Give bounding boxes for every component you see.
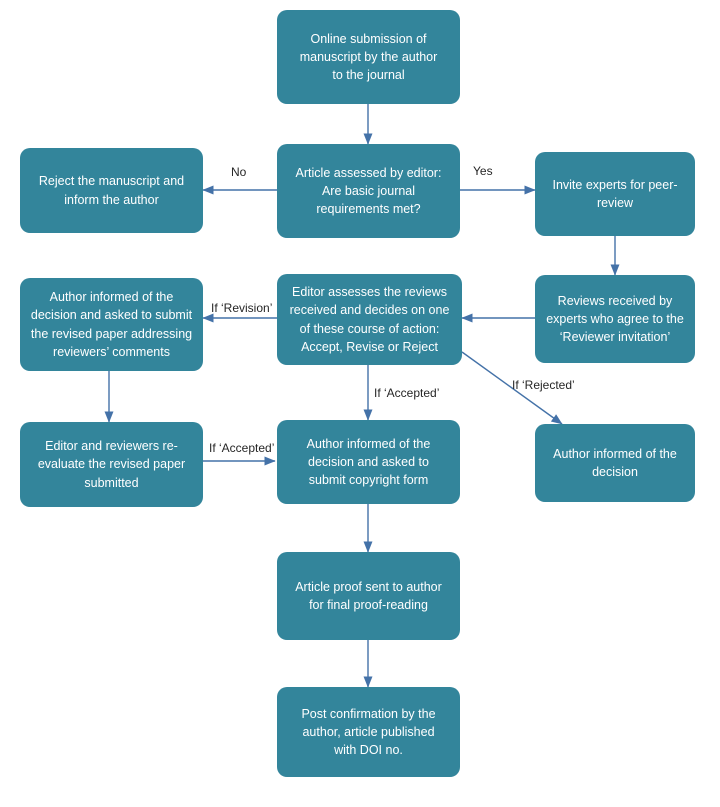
node-line: Post confirmation by the	[301, 706, 436, 721]
node-article-proof[interactable]: Article proof sent to author for final p…	[277, 552, 460, 640]
node-line: inform the author	[64, 192, 159, 207]
node-line: Accept, Revise or Reject	[301, 339, 438, 354]
node-line: Invite experts for peer-	[552, 177, 678, 192]
node-line: the revised paper addressing	[30, 326, 193, 341]
node-line: evaluate the revised paper	[37, 457, 186, 472]
node-line: Author informed of the	[306, 436, 431, 451]
node-article-assessed[interactable]: Article assessed by editor: Are basic jo…	[277, 144, 460, 238]
node-line: Reject the manuscript and	[38, 174, 185, 189]
node-line: Online submission of	[310, 31, 427, 46]
node-line: Reviews received by	[557, 293, 673, 308]
node-reviews-received[interactable]: Reviews received by experts who agree to…	[535, 275, 695, 363]
node-post-confirmation[interactable]: Post confirmation by the author, article…	[277, 687, 460, 777]
node-line: Article assessed by editor:	[295, 165, 442, 180]
node-line: Editor assesses the reviews	[292, 285, 447, 300]
node-line: with DOI no.	[334, 743, 403, 758]
node-line: ‘Reviewer invitation’	[559, 330, 671, 345]
node-line: author, article published	[302, 724, 435, 739]
node-author-revision[interactable]: Author informed of the decision and aske…	[20, 278, 203, 371]
node-line: to the journal	[332, 68, 405, 83]
node-line: experts who agree to the	[546, 311, 684, 326]
node-line: Are basic journal	[321, 183, 416, 198]
node-line: decision and asked to submit	[30, 308, 193, 323]
node-line: of these course of action:	[299, 321, 440, 336]
edge-label-if-revision: If ‘Revision’	[211, 301, 273, 315]
edge-label-yes: Yes	[473, 164, 493, 178]
node-line: submit copyright form	[308, 473, 429, 488]
node-line: decision and asked to	[308, 454, 429, 469]
node-line: requirements met?	[316, 202, 421, 217]
node-line: decision	[592, 465, 638, 479]
edge-editor-to-informed	[461, 351, 563, 425]
node-line: Article proof sent to author	[295, 579, 442, 594]
edge-label-if-accepted-down: If ‘Accepted’	[374, 386, 440, 400]
node-reject-manuscript[interactable]: Reject the manuscript and inform the aut…	[20, 148, 203, 233]
node-online-submission[interactable]: Online submission of manuscript by the a…	[277, 10, 460, 104]
node-line: Author informed of the	[49, 290, 174, 305]
node-line: Editor and reviewers re-	[45, 439, 178, 454]
node-line: submitted	[84, 475, 139, 490]
edge-label-no: No	[231, 165, 247, 179]
node-invite-experts[interactable]: Invite experts for peer- review	[535, 152, 695, 236]
node-line: received and decides on one	[289, 303, 450, 318]
node-line: for final proof-reading	[309, 598, 428, 612]
node-line: Author informed of the	[553, 446, 677, 461]
node-author-copyright[interactable]: Author informed of the decision and aske…	[277, 420, 460, 504]
node-editor-assesses[interactable]: Editor assesses the reviews received and…	[277, 274, 462, 365]
node-line: reviewers’ comments	[53, 344, 170, 359]
edge-label-if-rejected: If ‘Rejected’	[512, 378, 575, 392]
node-line: review	[596, 196, 634, 210]
node-author-informed-decision[interactable]: Author informed of the decision	[535, 424, 695, 502]
edge-label-if-accepted-right: If ‘Accepted’	[209, 441, 275, 455]
node-line: manuscript by the author	[299, 49, 438, 64]
node-editor-reevaluate[interactable]: Editor and reviewers re- evaluate the re…	[20, 422, 203, 507]
